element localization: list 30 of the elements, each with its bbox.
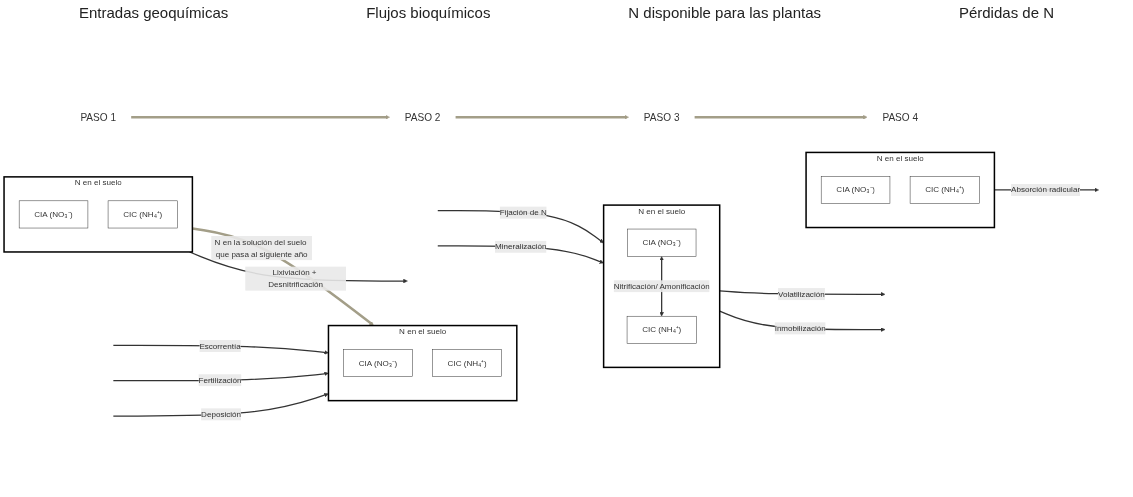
node-text: PASO 4: [882, 111, 919, 123]
node-box: CIA (NO₃⁻): [18, 200, 89, 228]
edge-label: N en la solución del suelo que pasa al siguiente año: [214, 237, 308, 258]
node-box: CIA (NO₃⁻): [343, 348, 413, 377]
node-box: CIC (NH₄⁺): [107, 200, 178, 228]
edge-label: Fijación de N: [499, 207, 547, 217]
edge-label: Mineralización: [494, 241, 547, 251]
edge-label: Nitrificación/ Amonificación: [613, 281, 710, 290]
node-box: CIA (NO₃⁻): [627, 228, 697, 257]
column-subtitle: Pérdidas de N: [958, 4, 1054, 23]
node-text: PASO 2: [404, 111, 441, 123]
edge-label: Lixiviación + Desnitrificación: [268, 267, 323, 289]
node-box: CIC (NH₄⁺): [626, 315, 697, 344]
node-text: PASO 1: [80, 111, 117, 123]
node-box: CIC (NH₄⁺): [432, 348, 502, 377]
node-text: PASO 3: [643, 111, 680, 123]
column-subtitle: Entradas geoquímicas: [78, 4, 229, 23]
column-subtitle: Flujos bioquímicos: [366, 4, 491, 23]
edge-label: Inmobilización: [774, 323, 826, 333]
edge-label: Absorción radicular: [1011, 185, 1081, 194]
column-subtitle: N disponible para las plantas: [628, 4, 821, 23]
node-box: CIA (NO₃⁻): [820, 175, 891, 204]
arrow: [455, 114, 629, 120]
edge-label: Escorrentía: [199, 341, 241, 350]
arrow: [131, 114, 390, 120]
arrow: [694, 114, 868, 120]
edge-label: Volatilización: [778, 289, 825, 298]
edge-label: Fertilización: [198, 375, 242, 384]
node-box: CIC (NH₄⁺): [909, 175, 980, 204]
edge-label: Deposición: [201, 409, 242, 419]
